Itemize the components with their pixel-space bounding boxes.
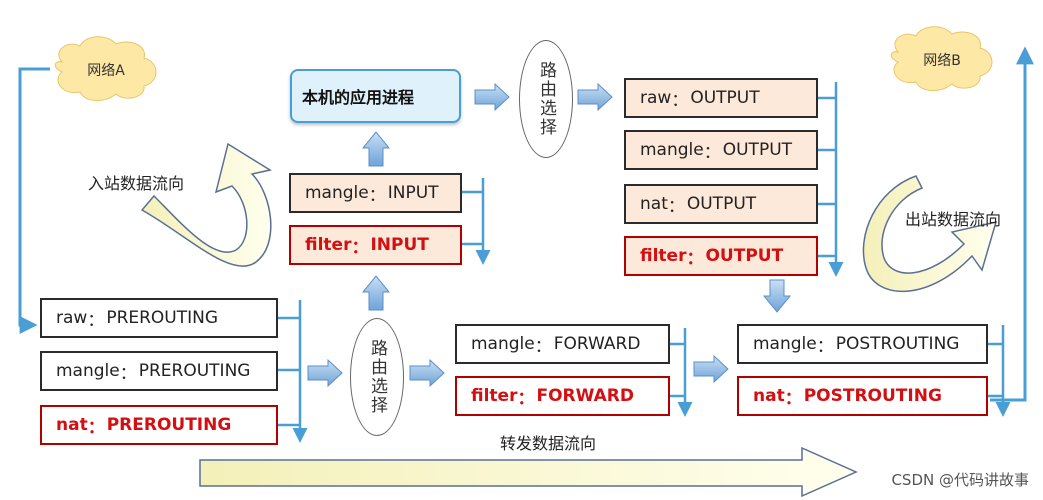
filter-forward-box: filter：FORWARD [455, 376, 670, 416]
nat-output-separator: ： [667, 196, 685, 217]
filter-forward-separator: ： [517, 388, 535, 409]
mangle-prerouting-separator: ： [119, 363, 137, 384]
mangle-forward-table: mangle [471, 334, 535, 354]
filter-output-separator: ： [686, 248, 704, 269]
nat-output-table: nat [640, 194, 668, 214]
forward-flow-label: 转发数据流向 [500, 434, 597, 453]
mangle-forward-chain: FORWARD [553, 334, 641, 354]
nat-postrouting-chain: POSTROUTING [803, 386, 942, 406]
filter-forward-chain: FORWARD [536, 386, 634, 406]
filter-input-box: filter：INPUT [289, 225, 462, 265]
raw-output-separator: ： [671, 90, 689, 111]
block-arrows [307, 82, 729, 388]
watermark: CSDN @代码讲故事 [891, 471, 1029, 489]
nat-prerouting-table: nat [56, 415, 88, 435]
nat-postrouting-separator: ： [784, 388, 802, 409]
outbound-flow-label: 出站数据流向 [905, 210, 1002, 229]
postrouting-bracket [988, 325, 1011, 417]
raw-prerouting-table: raw [56, 308, 88, 328]
mangle-prerouting-chain: PREROUTING [138, 361, 251, 381]
route-decision-top: 路由选择 [519, 40, 573, 158]
filter-input-separator: ： [351, 237, 369, 258]
mangle-output-box: mangle：OUTPUT [624, 130, 818, 170]
forward-big-arrow [199, 446, 858, 498]
mangle-input-box: mangle：INPUT [289, 173, 462, 213]
route-decision-bottom: 路由选择 [350, 318, 404, 436]
raw-output-table: raw [640, 88, 672, 108]
route-decision-top-label: 路由选择 [536, 61, 556, 137]
mangle-forward-box: mangle：FORWARD [455, 324, 670, 364]
filter-output-box: filter：OUTPUT [624, 236, 818, 276]
inbound-curve-arrow [140, 142, 272, 267]
cloud-network-b [890, 26, 993, 91]
outbound-line [990, 46, 1034, 402]
mangle-output-separator: ： [703, 142, 721, 163]
nat-prerouting-box: nat：PREROUTING [40, 405, 278, 445]
mangle-postrouting-table: mangle [753, 334, 817, 354]
network-b-label: 网络B [923, 53, 961, 69]
inbound-line [18, 67, 50, 334]
raw-prerouting-box: raw：PREROUTING [40, 298, 278, 338]
outbound-curve-arrow [862, 175, 998, 293]
raw-prerouting-separator: ： [87, 310, 105, 331]
mangle-forward-separator: ： [534, 336, 552, 357]
nat-prerouting-separator: ： [87, 417, 105, 438]
output-bracket [818, 82, 844, 277]
filter-input-table: filter [305, 235, 352, 255]
prerouting-bracket [278, 300, 308, 443]
cloud-network-a [54, 36, 157, 101]
mangle-postrouting-chain: POSTROUTING [835, 334, 960, 354]
mangle-prerouting-box: mangle：PREROUTING [40, 351, 278, 391]
raw-prerouting-chain: PREROUTING [106, 308, 219, 328]
mangle-postrouting-separator: ： [816, 336, 834, 357]
nat-prerouting-chain: PREROUTING [106, 415, 232, 435]
inbound-flow-label: 入站数据流向 [88, 174, 185, 193]
vertical-block-arrows [361, 131, 792, 313]
network-a-label: 网络A [87, 63, 125, 79]
input-bracket [462, 178, 491, 265]
mangle-input-chain: INPUT [387, 183, 439, 203]
mangle-prerouting-table: mangle [56, 361, 120, 381]
filter-input-chain: INPUT [370, 235, 429, 255]
mangle-output-table: mangle [640, 140, 704, 160]
filter-output-table: filter [640, 246, 687, 266]
nat-postrouting-box: nat：POSTROUTING [737, 376, 988, 416]
raw-output-chain: OUTPUT [690, 88, 760, 108]
forward-bracket [670, 328, 693, 417]
raw-output-box: raw：OUTPUT [624, 78, 818, 118]
local-app-process: 本机的应用进程 [290, 69, 461, 123]
mangle-postrouting-box: mangle：POSTROUTING [737, 324, 988, 364]
filter-output-chain: OUTPUT [705, 246, 784, 266]
filter-forward-table: filter [471, 386, 518, 406]
mangle-output-chain: OUTPUT [722, 140, 793, 160]
nat-output-chain: OUTPUT [686, 194, 757, 214]
mangle-input-separator: ： [368, 185, 386, 206]
route-decision-bottom-label: 路由选择 [367, 339, 387, 415]
nat-postrouting-table: nat [753, 386, 785, 406]
mangle-input-table: mangle [305, 183, 369, 203]
nat-output-box: nat：OUTPUT [624, 184, 818, 224]
